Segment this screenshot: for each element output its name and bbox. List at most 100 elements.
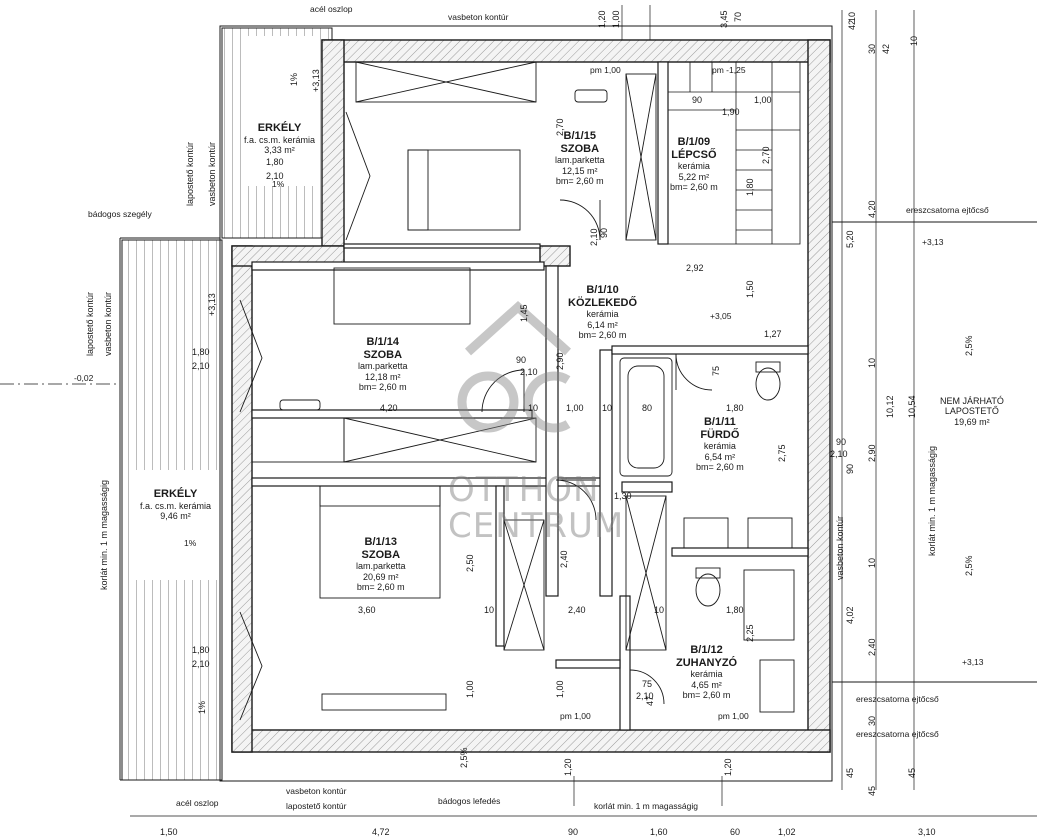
dim-80: 80	[642, 403, 653, 413]
note-badogos-lefedes: bádogos lefedés	[438, 796, 501, 806]
pm-100-top: pm 1,00	[590, 65, 621, 75]
dim-180-shower: 1,80	[726, 605, 744, 615]
dim-bottom-90: 90	[568, 827, 579, 837]
dim-top-120: 1,20	[597, 10, 607, 28]
note-badogos-szegely: bádogos szegély	[88, 209, 152, 219]
elev-313-right-top: +3,13	[922, 237, 944, 247]
dim-r-30-b: 30	[867, 715, 877, 726]
furniture	[251, 61, 667, 711]
dim-top-345: 3,45	[719, 10, 729, 28]
dim-r-290: 2,90	[867, 444, 877, 462]
elev-313-top: +3,13	[311, 69, 321, 92]
dim-bottom-102: 1,02	[778, 827, 796, 837]
dim-bottom-60: 60	[730, 827, 741, 837]
staircase	[667, 61, 801, 245]
dim-130: 1,30	[614, 491, 632, 501]
note-acel-oszlop-top: acél oszlop	[310, 4, 353, 14]
dim-top-70: 70	[733, 11, 743, 22]
dim-225-v: 2,25	[745, 624, 755, 642]
note-lapostero-kontur-top: lapostető kontúr	[185, 141, 195, 206]
dim-210-shower: 2,10	[636, 691, 654, 701]
slope-big-2: 1%	[197, 700, 207, 714]
external-walls	[231, 39, 831, 753]
dim-b-120-b: 1,20	[723, 758, 733, 776]
note-vasbeton-kontur-bottom: vasbeton kontúr	[286, 786, 347, 796]
note-lapostero-kontur-bottom: lapostető kontúr	[286, 801, 347, 811]
dim-r-240: 2,40	[867, 638, 877, 656]
dim-180-low: 1,80	[192, 645, 210, 655]
slope-bottom: 2,5%	[459, 747, 469, 768]
note-vasbeton-kontur-right: vasbeton kontúr	[835, 515, 845, 580]
dim-180-mid: 1,80	[192, 347, 210, 357]
note-acel-oszlop-bottom: acél oszlop	[176, 798, 219, 808]
dim-r-45-b: 45	[907, 767, 917, 778]
balcony-big-deck	[121, 239, 223, 781]
dim-r-10-c: 10	[867, 357, 877, 368]
slope-big: 1%	[184, 538, 197, 548]
dim-240-h: 2,40	[568, 605, 586, 615]
dim-210-v: 2,10	[589, 228, 599, 246]
dim-250-v: 2,50	[465, 554, 475, 572]
note-ereszcsatorna-1: ereszcsatorna ejtőcső	[906, 205, 989, 215]
dim-90-v: 90	[599, 227, 609, 238]
dim-r-10-d: 10	[867, 557, 877, 568]
dim-150-v: 1,50	[745, 280, 755, 298]
dim-75-shower: 75	[642, 679, 653, 689]
dimension-lines	[0, 5, 1037, 817]
dim-r-90: 90	[845, 463, 855, 474]
dim-292: 2,92	[686, 263, 704, 273]
dim-top-100: 1,00	[611, 10, 621, 28]
dim-180-top: 1,80	[266, 157, 284, 167]
dim-47-v: 47	[645, 695, 655, 706]
dim-10-a: 10	[528, 403, 539, 413]
dim-bottom-310: 3,10	[918, 827, 936, 837]
note-vasbeton-kontur-top-left: vasbeton kontúr	[207, 141, 217, 206]
dim-275-v: 2,75	[777, 444, 787, 462]
dim-100-v-a: 1,00	[465, 680, 475, 698]
dim-r-45-c: 45	[867, 785, 877, 796]
dim-10-d: 10	[654, 605, 665, 615]
slope-top-2: 1%	[289, 72, 299, 86]
dim-r-42-b: 42	[881, 43, 891, 54]
dim-10-b: 10	[602, 403, 613, 413]
note-korlat-bottom: korlát min. 1 m magasságig	[594, 801, 698, 811]
note-lapostero-kontur-left: lapostető kontúr	[85, 291, 95, 356]
dim-210-win: 2,10	[830, 449, 848, 459]
dim-270-stair-v: 2,70	[761, 146, 771, 164]
pm-125: pm -1,25	[712, 65, 746, 75]
door-swings	[239, 111, 713, 721]
dim-r-420: 4,20	[867, 200, 877, 218]
balcony-top-deck	[221, 27, 333, 239]
dim-bottom-150: 1,50	[160, 827, 178, 837]
pm-100-bottom-2: pm 1,00	[718, 711, 749, 721]
roof-slope-1: 2,5%	[964, 335, 974, 356]
dim-r-402: 4,02	[845, 606, 855, 624]
dim-100-a: 1,00	[566, 403, 584, 413]
note-korlat-right: korlát min. 1 m magasságig	[927, 445, 937, 556]
dim-180-bath: 1,80	[726, 403, 744, 413]
dim-90-win: 90	[836, 437, 847, 447]
dim-r-1054: 10,54	[907, 395, 917, 418]
dim-210-top: 2,10	[266, 171, 284, 181]
elev-313-right-bottom: +3,13	[962, 657, 984, 667]
dim-10-c: 10	[484, 605, 495, 615]
dim-210-mid: 2,10	[192, 361, 210, 371]
dim-180-stair-v: 1,80	[745, 178, 755, 196]
dim-127: 1,27	[764, 329, 782, 339]
dim-r-30: 30	[867, 43, 877, 54]
note-ereszcsatorna-3: ereszcsatorna ejtőcső	[856, 729, 939, 739]
note-vasbeton-kontur-left: vasbeton kontúr	[103, 291, 113, 356]
dim-360: 3,60	[358, 605, 376, 615]
note-vasbeton-kontur-top: vasbeton kontúr	[448, 12, 509, 22]
dim-r-520: 5,20	[845, 230, 855, 248]
dim-100-v-b: 1,00	[555, 680, 565, 698]
dim-100-stair: 1,00	[754, 95, 772, 105]
dim-r-1012: 10,12	[885, 395, 895, 418]
